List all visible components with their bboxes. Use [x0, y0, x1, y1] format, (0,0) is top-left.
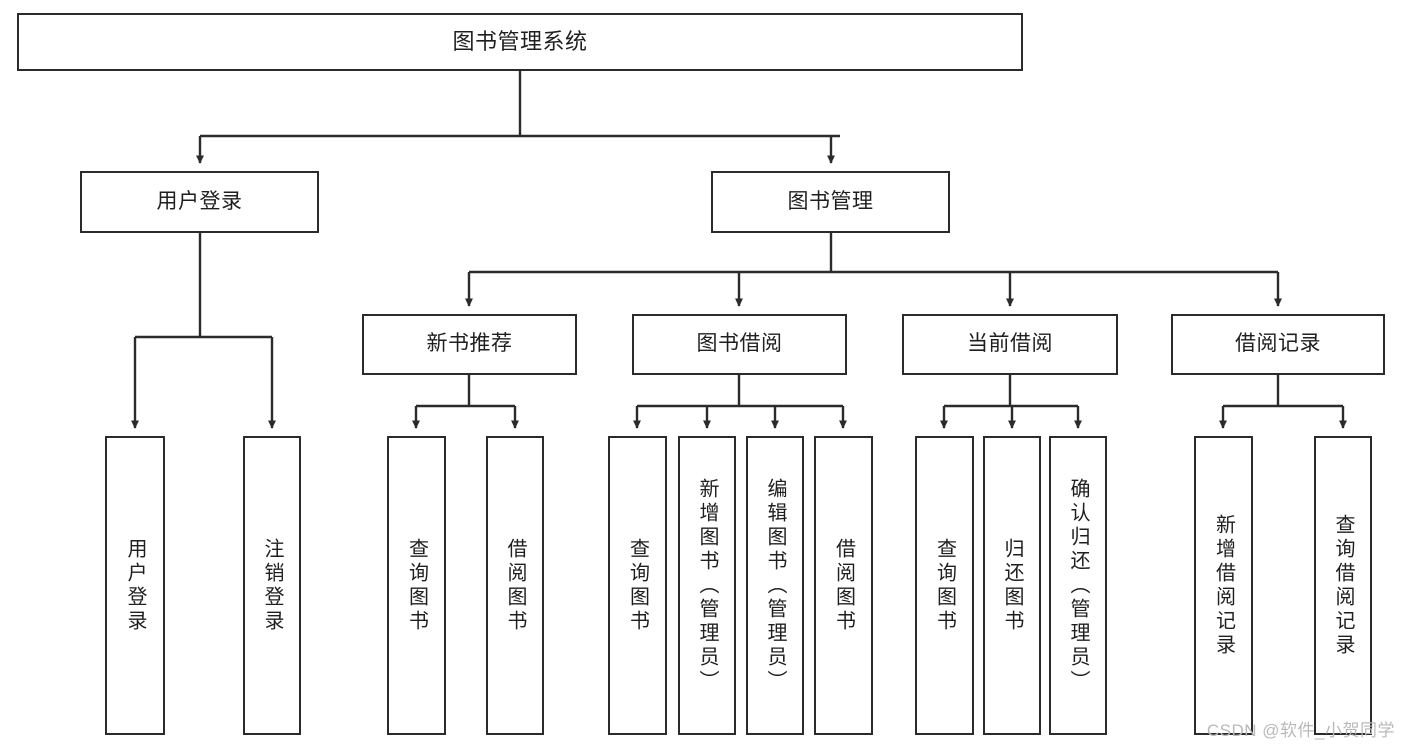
- node-label-root-system: 图书管理系统: [452, 29, 588, 55]
- node-label-book-borrow: 图书借阅: [696, 332, 783, 356]
- edge-group-borrow-record: [1219, 375, 1347, 429]
- node-book-management[interactable]: 图书管理: [711, 171, 950, 233]
- node-label-leaf-user-login: 用户登录: [124, 537, 146, 634]
- node-leaf-return-book[interactable]: 归还图书: [983, 436, 1041, 735]
- node-leaf-borrow-book-recommend[interactable]: 借阅图书: [486, 436, 544, 735]
- edge-group-book-borrow: [633, 375, 847, 429]
- node-label-user-login: 用户登录: [156, 189, 243, 213]
- node-leaf-query-book-borrow[interactable]: 查询图书: [608, 436, 667, 735]
- node-leaf-edit-book-admin[interactable]: 编辑图书（管理员）: [746, 436, 804, 735]
- node-label-leaf-user-logout: 注销登录: [261, 537, 283, 634]
- node-label-leaf-edit-book-admin: 编辑图书（管理员）: [764, 477, 786, 694]
- node-label-leaf-return-book: 归还图书: [1001, 537, 1023, 634]
- edge-group-user-login: [131, 233, 276, 429]
- node-root-system[interactable]: 图书管理系统: [17, 13, 1023, 71]
- edge-group-root: [196, 71, 840, 164]
- node-label-leaf-query-book-current: 查询图书: [933, 537, 956, 634]
- edge-group-book-manage: [465, 233, 1282, 307]
- node-current-borrow[interactable]: 当前借阅: [902, 314, 1118, 375]
- node-new-book-recommend[interactable]: 新书推荐: [362, 314, 577, 375]
- node-label-current-borrow: 当前借阅: [967, 332, 1053, 356]
- node-leaf-user-login[interactable]: 用户登录: [105, 436, 165, 735]
- node-book-borrow[interactable]: 图书借阅: [632, 314, 847, 375]
- node-label-leaf-confirm-return-admin: 确认归还（管理员）: [1067, 477, 1089, 694]
- node-label-new-book-recommend: 新书推荐: [426, 332, 513, 356]
- node-leaf-query-book-current[interactable]: 查询图书: [915, 436, 974, 735]
- node-label-book-management: 图书管理: [787, 189, 874, 213]
- node-leaf-add-borrow-record[interactable]: 新增借阅记录: [1194, 436, 1253, 735]
- node-user-login[interactable]: 用户登录: [80, 171, 319, 233]
- node-leaf-confirm-return-admin[interactable]: 确认归还（管理员）: [1049, 436, 1107, 735]
- node-label-leaf-borrow-book-recommend: 借阅图书: [504, 537, 526, 634]
- node-label-leaf-add-borrow-record: 新增借阅记录: [1212, 513, 1235, 658]
- node-label-leaf-query-book-recommend: 查询图书: [405, 537, 428, 634]
- edge-group-new-book-rec: [412, 375, 519, 429]
- node-label-leaf-add-book-admin: 新增图书（管理员）: [696, 477, 718, 694]
- node-label-leaf-query-borrow-record: 查询借阅记录: [1332, 513, 1354, 658]
- node-leaf-query-borrow-record[interactable]: 查询借阅记录: [1314, 436, 1372, 735]
- node-label-borrow-record: 借阅记录: [1235, 332, 1321, 356]
- node-leaf-borrow-book[interactable]: 借阅图书: [814, 436, 873, 735]
- node-leaf-query-book-recommend[interactable]: 查询图书: [387, 436, 446, 735]
- node-leaf-user-logout[interactable]: 注销登录: [243, 436, 301, 735]
- node-leaf-add-book-admin[interactable]: 新增图书（管理员）: [678, 436, 736, 735]
- node-label-leaf-borrow-book: 借阅图书: [832, 537, 855, 634]
- node-borrow-record[interactable]: 借阅记录: [1171, 314, 1385, 375]
- node-label-leaf-query-book-borrow: 查询图书: [626, 537, 649, 634]
- edge-group-current-borrow: [940, 375, 1082, 429]
